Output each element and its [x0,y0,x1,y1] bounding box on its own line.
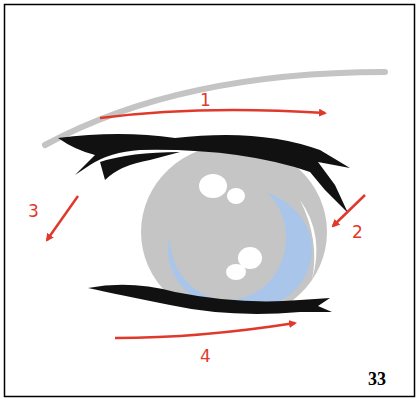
pupil-shade [170,176,286,300]
stroke-arrow [115,323,295,338]
lower-eyelid [88,285,332,314]
frame-border [5,5,415,397]
callout-number: 2 [352,224,363,241]
callout-number: 4 [200,348,211,365]
stroke-arrow [333,195,365,226]
stroke-arrow [47,196,78,240]
page-number: 33 [368,370,386,388]
callout-number: 3 [28,203,39,220]
highlight [199,174,227,198]
upper-eyelid [58,134,350,213]
eyebrow-line [45,72,385,145]
stroke-arrow [100,110,325,118]
callout-number: 1 [200,92,211,109]
